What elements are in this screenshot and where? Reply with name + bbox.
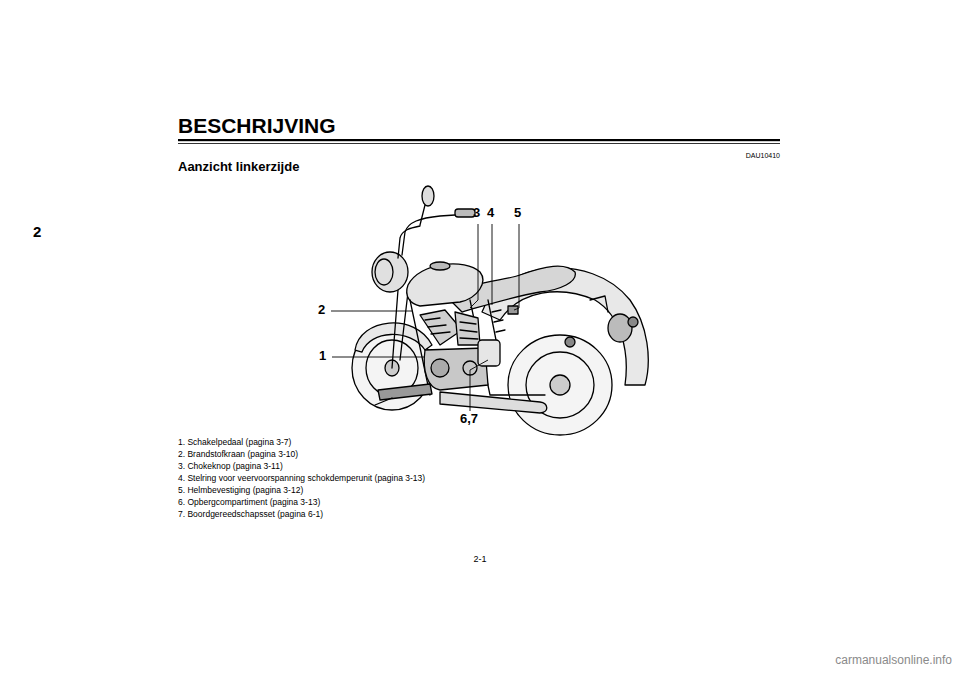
- callout-number: 6,7: [460, 412, 478, 427]
- chapter-tab: 2: [33, 223, 41, 240]
- part-list-item: 6. Opbergcompartiment (pagina 3-13): [178, 498, 320, 508]
- part-list-item: 7. Boordgereedschapsset (pagina 6-1): [178, 510, 323, 520]
- callout-number: 3: [473, 206, 480, 221]
- header-rule: [178, 139, 780, 144]
- page-number: 2-1: [473, 554, 486, 564]
- part-list-item: 5. Helmbevestiging (pagina 3-12): [178, 486, 303, 496]
- part-list-item: 4. Stelring voor veervoorspanning schokd…: [178, 474, 425, 484]
- section-heading: Aanzicht linkerzijde: [178, 160, 299, 175]
- callout-number: 5: [514, 206, 521, 221]
- part-list-item: 1. Schakelpedaal (pagina 3-7): [178, 438, 291, 448]
- callout-number: 1: [319, 349, 326, 364]
- motorcycle-illustration: [352, 186, 648, 435]
- callout-number: 4: [487, 206, 494, 221]
- callout-number: 2: [318, 303, 325, 318]
- leader-lines: [331, 224, 519, 411]
- part-list-item: 2. Brandstofkraan (pagina 3-10): [178, 450, 298, 460]
- page-title: BESCHRIJVING: [178, 114, 336, 138]
- part-list-item: 3. Chokeknop (pagina 3-11): [178, 462, 283, 472]
- doc-code: DAU10410: [746, 152, 780, 160]
- watermark: carmanualsonline.info: [835, 654, 952, 668]
